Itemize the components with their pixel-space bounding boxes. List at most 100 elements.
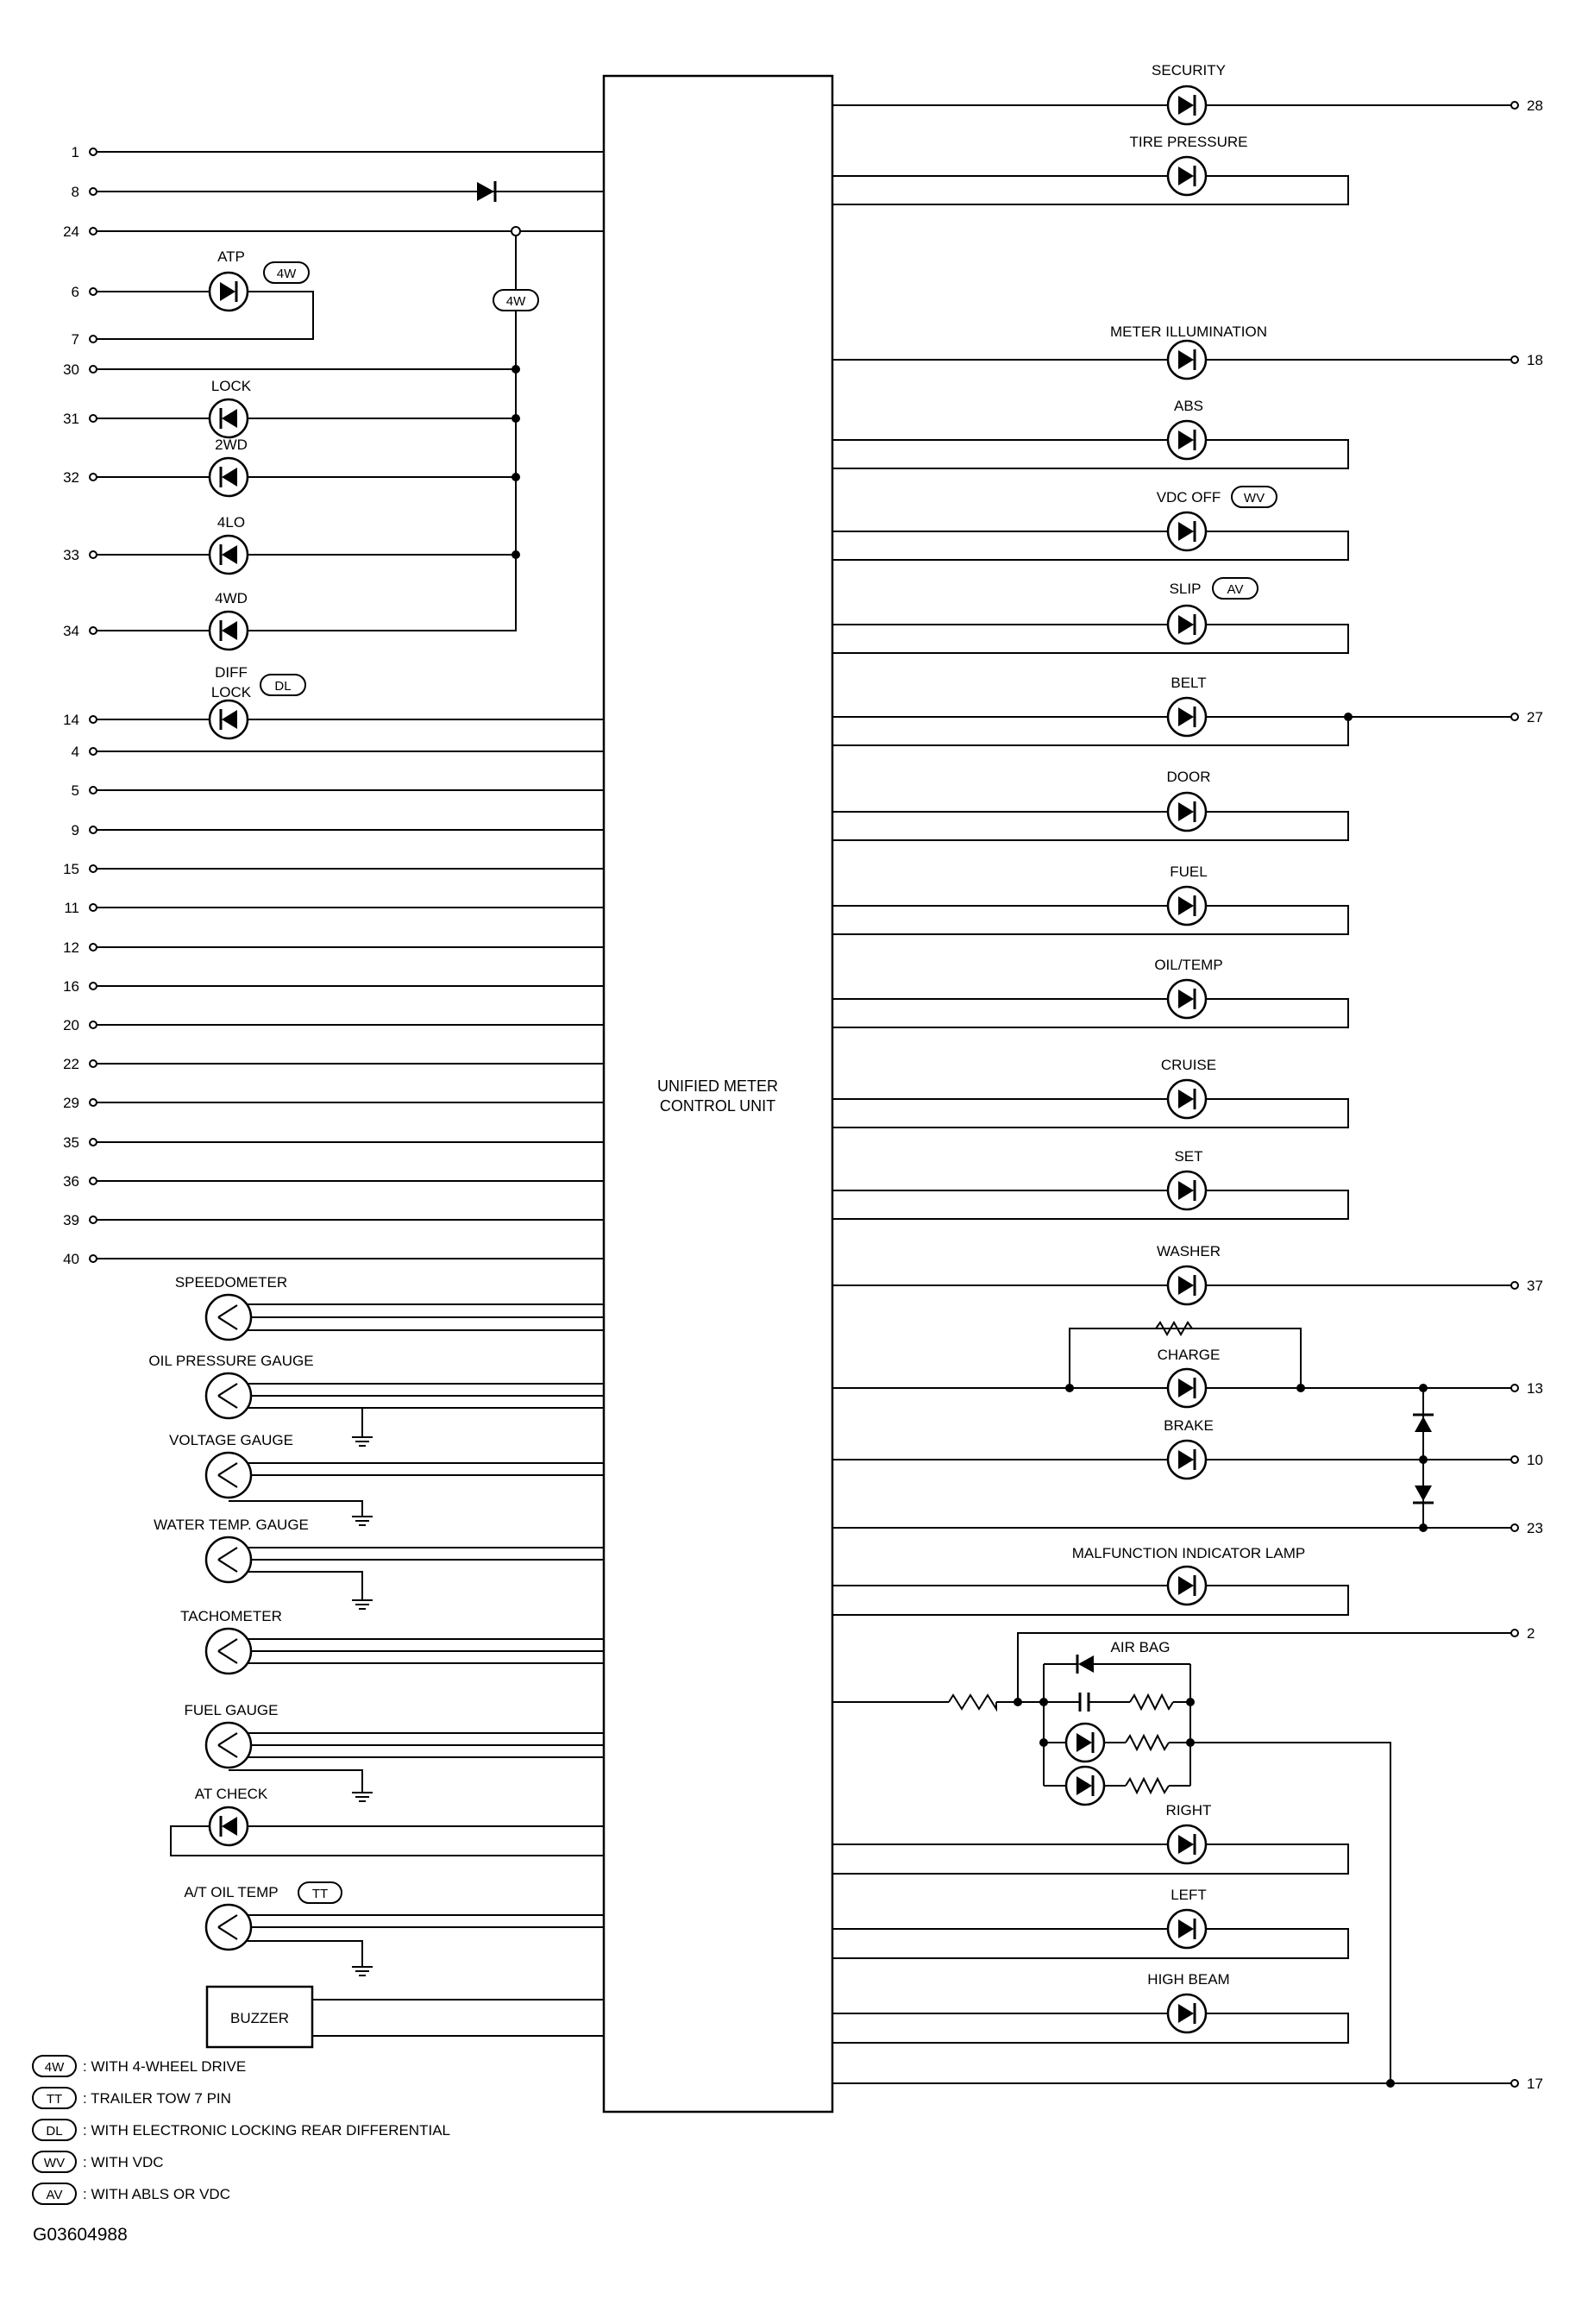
pin-23: 23 (1510, 1520, 1543, 1536)
svg-text:AIR BAG: AIR BAG (1111, 1639, 1171, 1655)
svg-text:31: 31 (63, 411, 79, 427)
ground-symbols (351, 1436, 373, 1976)
pin-29: 29 (63, 1095, 97, 1111)
lamp-belt: BELT (1166, 675, 1208, 738)
pin-37: 37 (1510, 1278, 1543, 1294)
svg-text:14: 14 (63, 712, 79, 728)
pin-32: 32 (63, 469, 97, 486)
svg-text:LEFT: LEFT (1171, 1887, 1207, 1903)
pin-13: 13 (1510, 1380, 1543, 1397)
gauge-water-temp: WATER TEMP. GAUGE (154, 1517, 309, 1584)
gauge-oil-pressure: OIL PRESSURE GAUGE (148, 1353, 314, 1420)
svg-text:8: 8 (72, 184, 79, 200)
left-junctions (511, 226, 521, 559)
pin-9: 9 (72, 822, 97, 839)
right-wires (832, 104, 1511, 2084)
lamp-vdc-off: VDC OFF WV (1157, 486, 1277, 552)
pin-31: 31 (63, 411, 97, 427)
left-wires (97, 151, 604, 2037)
lamp-4wd: 4WD (208, 590, 249, 651)
svg-text:28: 28 (1527, 97, 1543, 114)
lamp-2wd: 2WD (208, 437, 249, 498)
legend: 4W : WITH 4-WHEEL DRIVE TT : TRAILER TOW… (32, 2055, 450, 2205)
svg-text:36: 36 (63, 1173, 79, 1190)
lamp-malfunction: MALFUNCTION INDICATOR LAMP (1072, 1545, 1305, 1606)
pin-10: 10 (1510, 1452, 1543, 1468)
pin-15: 15 (63, 861, 97, 877)
pin-36: 36 (63, 1173, 97, 1190)
lamp-abs: ABS (1166, 398, 1208, 461)
lamp-airbag: AIR BAG (1064, 1639, 1171, 1806)
lamp-washer: WASHER (1157, 1243, 1221, 1306)
svg-text:: WITH ELECTRONIC LOCKING REAR: : WITH ELECTRONIC LOCKING REAR DIFFERENT… (83, 2122, 450, 2139)
svg-text:WASHER: WASHER (1157, 1243, 1221, 1259)
pin-28: 28 (1510, 97, 1543, 114)
lamp-tire-pressure: TIRE PRESSURE (1130, 134, 1248, 197)
brake-diodes (1413, 1413, 1434, 1504)
gauge-at-oil-temp: A/T OIL TEMP TT (184, 1881, 342, 1951)
svg-text:2WD: 2WD (215, 437, 248, 453)
lamp-meter-illumination: METER ILLUMINATION (1110, 323, 1267, 380)
legend-tt: TT : TRAILER TOW 7 PIN (32, 2087, 231, 2109)
pin-34: 34 (63, 623, 97, 639)
legend-4w: 4W : WITH 4-WHEEL DRIVE (32, 2055, 246, 2077)
svg-text:16: 16 (63, 978, 79, 995)
svg-text:40: 40 (63, 1251, 79, 1267)
pin-39: 39 (63, 1212, 97, 1228)
svg-text:LOCK: LOCK (211, 684, 252, 700)
svg-text:34: 34 (63, 623, 79, 639)
svg-text:: TRAILER TOW 7 PIN: : TRAILER TOW 7 PIN (83, 2090, 231, 2107)
svg-text:VOLTAGE GAUGE: VOLTAGE GAUGE (169, 1432, 293, 1448)
pin-22: 22 (63, 1056, 97, 1072)
svg-text:DL: DL (46, 2124, 62, 2139)
right-lamps: SECURITY TIRE PRESSURE METER ILLUMINATIO… (1064, 62, 1305, 2034)
svg-text:DL: DL (274, 679, 291, 694)
legend-dl: DL : WITH ELECTRONIC LOCKING REAR DIFFER… (32, 2119, 450, 2141)
lamp-brake: BRAKE (1164, 1417, 1214, 1480)
svg-text:FUEL: FUEL (1170, 864, 1207, 880)
svg-text:SET: SET (1174, 1148, 1202, 1165)
diode-4w-text: 4W (506, 294, 526, 309)
svg-text:MALFUNCTION INDICATOR LAMP: MALFUNCTION INDICATOR LAMP (1072, 1545, 1305, 1561)
svg-text:6: 6 (72, 284, 79, 300)
svg-text:A/T OIL TEMP: A/T OIL TEMP (184, 1884, 278, 1900)
lamp-lock: LOCK (208, 378, 252, 439)
pin-17: 17 (1510, 2076, 1543, 2092)
right-junctions (1014, 713, 1428, 2088)
lamp-4lo: 4LO (208, 514, 249, 575)
gauge-speedometer: SPEEDOMETER (175, 1274, 287, 1341)
gauge-voltage: VOLTAGE GAUGE (169, 1432, 293, 1499)
svg-text:WV: WV (44, 2156, 65, 2170)
svg-text:15: 15 (63, 861, 79, 877)
lamp-security: SECURITY (1152, 62, 1226, 126)
svg-text:WATER TEMP. GAUGE: WATER TEMP. GAUGE (154, 1517, 309, 1533)
svg-text:12: 12 (63, 939, 79, 956)
svg-text:DOOR: DOOR (1167, 769, 1211, 785)
buzzer: BUZZER (205, 1985, 314, 2049)
pin-27: 27 (1510, 709, 1543, 725)
pin-24: 24 (63, 223, 97, 240)
svg-text:OIL PRESSURE GAUGE: OIL PRESSURE GAUGE (148, 1353, 313, 1369)
left-lamps: ATP 4W LOCK 2WD 4LO 4WD DIFF LOCK DL (208, 248, 310, 740)
svg-text:HIGH BEAM: HIGH BEAM (1147, 1971, 1229, 1988)
svg-text:30: 30 (63, 361, 79, 378)
pin-35: 35 (63, 1134, 97, 1151)
pin-2: 2 (1510, 1625, 1535, 1642)
lamp-door: DOOR (1166, 769, 1211, 832)
svg-text:AV: AV (1227, 582, 1244, 597)
svg-text:DIFF: DIFF (215, 664, 248, 681)
svg-text:9: 9 (72, 822, 79, 839)
pin-5: 5 (72, 782, 97, 799)
svg-text:CHARGE: CHARGE (1158, 1347, 1221, 1363)
gauges: SPEEDOMETER OIL PRESSURE GAUGE VOLTAGE G… (148, 1274, 342, 1951)
svg-text:27: 27 (1527, 709, 1543, 725)
svg-text:AT CHECK: AT CHECK (195, 1786, 268, 1802)
svg-text:11: 11 (64, 900, 79, 916)
pin-14: 14 (63, 712, 97, 728)
svg-text:TIRE PRESSURE: TIRE PRESSURE (1130, 134, 1248, 150)
pin-11: 11 (64, 900, 97, 916)
svg-text:7: 7 (72, 331, 79, 348)
svg-text:WV: WV (1244, 491, 1265, 506)
pin-6: 6 (72, 284, 97, 300)
svg-text:LOCK: LOCK (211, 378, 252, 394)
